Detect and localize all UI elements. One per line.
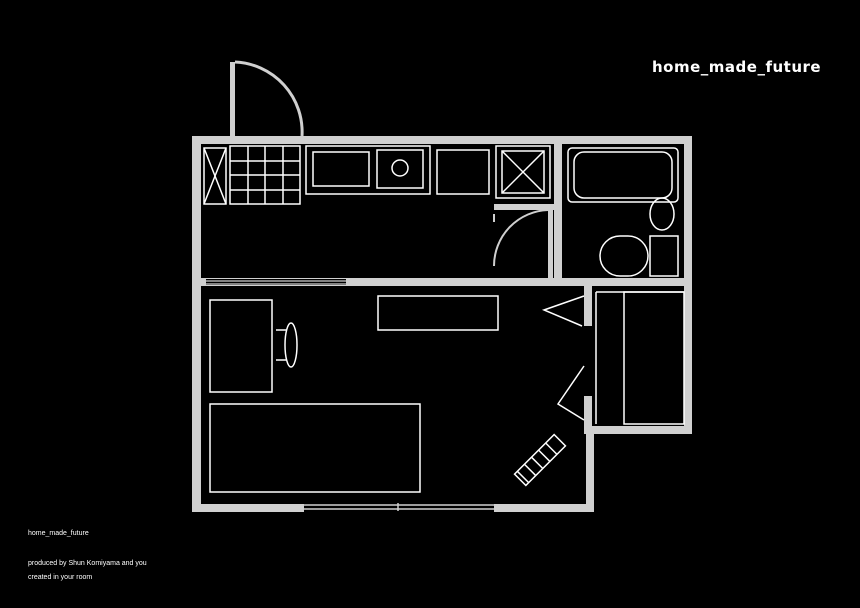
wall-left — [192, 136, 201, 512]
tv-board — [377, 295, 499, 331]
entrance-door — [230, 60, 304, 142]
sink-unit — [599, 235, 649, 277]
bathroom — [567, 147, 679, 277]
room — [209, 295, 567, 493]
kitchen — [203, 145, 551, 205]
bed — [209, 403, 421, 493]
sliding-door-lines — [206, 280, 346, 285]
kitchen-sink — [312, 151, 370, 187]
guitar-icon — [513, 433, 567, 487]
wall-bottom-left — [192, 504, 304, 512]
walls — [192, 136, 692, 512]
wall-bottom-right — [494, 504, 594, 512]
brand-title: home_made_future — [652, 58, 822, 76]
closet-shelf — [623, 291, 685, 425]
footer-created-in: created in your room — [28, 574, 93, 581]
wall-counter-divider — [494, 204, 554, 210]
wall-closet-left-lower — [584, 396, 592, 434]
wall-top-kitchen — [192, 136, 554, 144]
footer-brand: home_made_future — [28, 530, 89, 537]
entrance-door-swing-icon — [234, 60, 304, 137]
window-bottom — [304, 503, 494, 511]
wall-bath-left — [554, 136, 562, 286]
closet-doors — [541, 291, 685, 425]
washing-machine — [495, 145, 551, 199]
refrigerator — [436, 149, 490, 195]
chair-icon — [284, 322, 298, 368]
closet-door-lower — [556, 365, 585, 421]
footer-produced-by: produced by Shun Komiyama and you — [28, 560, 147, 567]
kitchen-stove — [376, 149, 424, 189]
toilet-bowl-icon — [649, 197, 675, 231]
closet-door-upper — [541, 295, 585, 327]
wall-right-room — [586, 426, 594, 512]
kitchen-cabinet-left — [203, 147, 227, 205]
bathtub — [567, 147, 679, 203]
desk — [209, 299, 273, 393]
wall-middle — [192, 278, 692, 286]
wall-bottom-closet — [586, 426, 692, 434]
stove-burner-icon — [391, 159, 409, 177]
bathroom-door-swing-icon — [493, 209, 549, 267]
bathroom-door — [493, 209, 553, 278]
toilet-tank — [649, 235, 679, 277]
wall-closet-left — [584, 286, 592, 326]
kitchen-counter — [305, 145, 431, 195]
entrance-door-leaf — [230, 62, 235, 142]
wall-top-bath — [554, 136, 692, 144]
